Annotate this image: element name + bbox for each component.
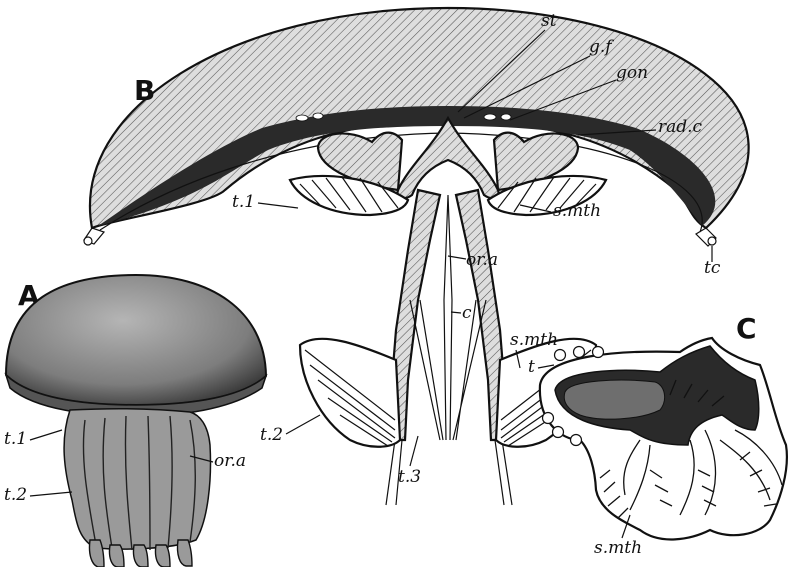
label-t2-b: t.2 <box>260 425 283 445</box>
panel-c-letter: C <box>736 312 757 345</box>
label-c: c <box>462 303 472 323</box>
label-smth-c: s.mth <box>594 538 642 558</box>
central-canal <box>444 195 452 440</box>
label-smth-b2: s.mth <box>510 330 558 350</box>
label-radc: rad.c <box>658 117 703 137</box>
label-t1-a: t.1 <box>4 429 27 449</box>
label-t-c: t <box>528 357 535 377</box>
label-smth-b1: s.mth <box>553 201 601 221</box>
label-gf: g.f <box>589 37 614 57</box>
label-t2-a: t.2 <box>4 485 27 505</box>
label-ora-a: or.a <box>214 451 246 471</box>
inner-lobe <box>564 380 664 419</box>
label-st: st <box>541 11 557 31</box>
marginal-sense-organ-right <box>708 237 716 245</box>
stomach <box>397 118 498 198</box>
panel-a: A t.1 or.a t.2 <box>4 275 266 567</box>
label-t3-b: t.3 <box>398 467 421 487</box>
label-ora-b: or.a <box>466 250 498 270</box>
label-t1-b: t.1 <box>232 192 255 212</box>
panel-b-letter: B <box>134 74 155 107</box>
bell <box>6 275 266 405</box>
marginal-sense-organ-left <box>84 237 92 245</box>
label-gon: gon <box>616 63 648 83</box>
